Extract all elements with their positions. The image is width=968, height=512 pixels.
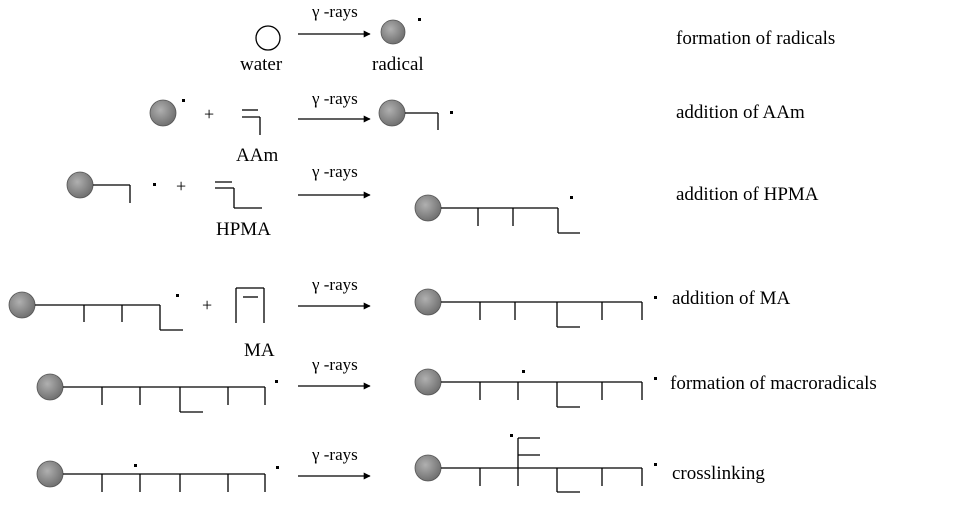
step-3: + HPMA γ -rays addition of HPMA bbox=[66, 162, 819, 240]
hpma-label: HPMA bbox=[216, 219, 271, 240]
radical-dot bbox=[418, 18, 421, 21]
radical-dot bbox=[522, 370, 525, 373]
radical-ball bbox=[36, 460, 64, 488]
radical-ball bbox=[414, 368, 442, 396]
radical-dot bbox=[450, 111, 453, 114]
step-5: γ -rays formation of macroradicals bbox=[36, 355, 877, 413]
step-description: crosslinking bbox=[672, 463, 765, 484]
radical-dot bbox=[510, 434, 513, 437]
arrow-label: γ -rays bbox=[311, 355, 358, 374]
polymer-chain bbox=[441, 207, 580, 234]
polymer-chain bbox=[63, 386, 266, 413]
polymer-chain bbox=[441, 381, 643, 408]
step-description: addition of AAm bbox=[676, 102, 805, 123]
radical-dot bbox=[654, 377, 657, 380]
step-4: + MA γ -rays addition of MA bbox=[8, 275, 790, 361]
step-description: formation of macroradicals bbox=[670, 373, 877, 394]
radical-dot bbox=[275, 380, 278, 383]
radical-dot bbox=[654, 296, 657, 299]
plus-sign: + bbox=[204, 104, 214, 124]
crosslinked-polymer bbox=[441, 437, 643, 493]
step-description: addition of HPMA bbox=[676, 184, 819, 205]
radical-dot bbox=[276, 466, 279, 469]
step-description: formation of radicals bbox=[676, 28, 835, 49]
radical-ball bbox=[36, 373, 64, 401]
hpma-monomer bbox=[215, 181, 262, 209]
polymer-chain bbox=[63, 473, 266, 492]
plus-sign: + bbox=[176, 176, 186, 196]
step-1: water γ -rays radical formation of radic… bbox=[240, 2, 835, 75]
radical-ball bbox=[414, 454, 442, 482]
arrow-label: γ -rays bbox=[311, 162, 358, 181]
radical-ball bbox=[8, 291, 36, 319]
radical-dot bbox=[182, 99, 185, 102]
polymer-chain bbox=[441, 301, 643, 328]
radical-ball bbox=[414, 288, 442, 316]
aam-label: AAm bbox=[236, 145, 278, 166]
step-description: addition of MA bbox=[672, 288, 790, 309]
radical-label: radical bbox=[372, 54, 424, 75]
arrow-label: γ -rays bbox=[311, 89, 358, 108]
step-6: γ -rays crosslinking bbox=[36, 434, 765, 493]
step-2: + AAm γ -rays addition of AAm bbox=[149, 89, 805, 166]
radical-ball bbox=[149, 99, 177, 127]
ma-monomer bbox=[235, 287, 265, 323]
radical-ball bbox=[414, 194, 442, 222]
polymer-chain bbox=[35, 304, 183, 331]
radical-dot bbox=[153, 183, 156, 186]
aam-monomer bbox=[242, 109, 261, 135]
radical-dot bbox=[134, 464, 137, 467]
radical-ball bbox=[378, 99, 406, 127]
water-label: water bbox=[240, 54, 283, 75]
arrow-label: γ -rays bbox=[311, 445, 358, 464]
water-molecule bbox=[255, 25, 281, 51]
polymer-chain bbox=[93, 184, 131, 203]
plus-sign: + bbox=[202, 295, 212, 315]
radical-ball bbox=[380, 19, 406, 45]
arrow-label: γ -rays bbox=[311, 275, 358, 294]
radical-ball bbox=[66, 171, 94, 199]
polymer-chain bbox=[405, 112, 439, 130]
radical-dot bbox=[176, 294, 179, 297]
arrow-label: γ -rays bbox=[311, 2, 358, 21]
radical-dot bbox=[654, 463, 657, 466]
ma-label: MA bbox=[244, 340, 275, 361]
radical-dot bbox=[570, 196, 573, 199]
